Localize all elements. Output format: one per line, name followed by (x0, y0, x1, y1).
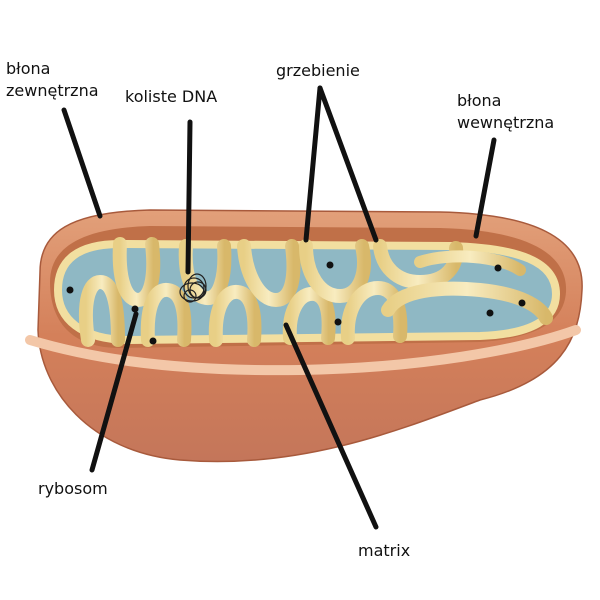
ribosome-dot (149, 337, 157, 345)
crista-fold-12 (414, 250, 526, 276)
circular-dna-icon (179, 273, 207, 303)
crista-fold-9 (340, 280, 408, 345)
inner-membrane-label-line2: wewnętrzna (457, 113, 555, 132)
crista-fold-11 (381, 281, 553, 325)
ribosome-dot (334, 318, 342, 326)
matrix-leader (283, 322, 379, 530)
outer-membrane-label: błona zewnętrzna (6, 58, 99, 102)
inner-membrane-label-line1: błona (457, 91, 502, 110)
ribosome-dot (486, 309, 494, 317)
ribosome-dot (518, 299, 526, 307)
ribosome-dot (494, 264, 502, 272)
ribosome-dot (326, 261, 334, 269)
ribosome-dot (66, 286, 74, 294)
outer-membrane-label-line1: błona (6, 59, 51, 78)
crista-fold-6 (237, 239, 301, 308)
crista-fold-8 (299, 239, 371, 304)
outer-membrane-rim (25, 325, 581, 376)
inner-membrane-leader (473, 137, 497, 239)
outer-membrane-label-line2: zewnętrzna (6, 81, 99, 100)
crista-fold-5 (208, 284, 262, 347)
inner-membrane-label: błona wewnętrzna (457, 90, 554, 134)
crista-fold-10 (373, 239, 464, 290)
leader-lines (61, 85, 497, 530)
ribosome-label: rybosom (38, 479, 108, 498)
cristae-leader-left (303, 85, 323, 243)
ribosome-dot (131, 305, 139, 313)
matrix-label: matrix (358, 541, 411, 560)
ribosome-leader (89, 311, 139, 473)
circular-dna-leader (185, 119, 193, 275)
ribosome-dots (66, 261, 526, 345)
cristae-leader-right (317, 85, 379, 243)
circular-dna-label: koliste DNA (125, 87, 218, 106)
crista-fold-7 (282, 286, 336, 345)
crista-fold-3 (140, 282, 192, 347)
crista-fold-2 (112, 237, 161, 308)
crista-fold-1 (78, 274, 125, 347)
inner-membrane-border (53, 239, 561, 345)
cristae-label: grzebienie (276, 61, 360, 80)
outer-membrane-leader (61, 107, 103, 219)
